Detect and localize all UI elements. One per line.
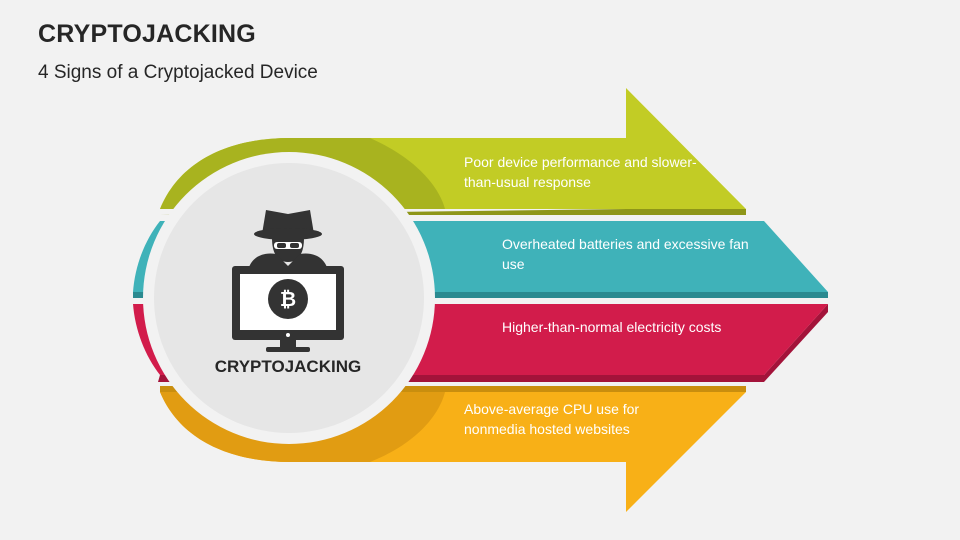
- svg-text:₿: ₿: [280, 287, 296, 311]
- sign-3-text: Higher-than-normal electricity costs: [502, 319, 722, 335]
- sign-1-text: Poor device performance and slower-than-…: [464, 154, 697, 190]
- sign-2-text: Overheated batteries and excessive fan u…: [502, 236, 749, 272]
- slide-title: CRYPTOJACKING: [38, 20, 256, 48]
- hacker-computer-bitcoin-icon: ₿: [232, 210, 344, 352]
- sign-4-text: Above-average CPU use for nonmedia hoste…: [464, 401, 640, 437]
- hub-label: CRYPTOJACKING: [214, 357, 362, 376]
- slide-subtitle: 4 Signs of a Cryptojacked Device: [38, 62, 318, 83]
